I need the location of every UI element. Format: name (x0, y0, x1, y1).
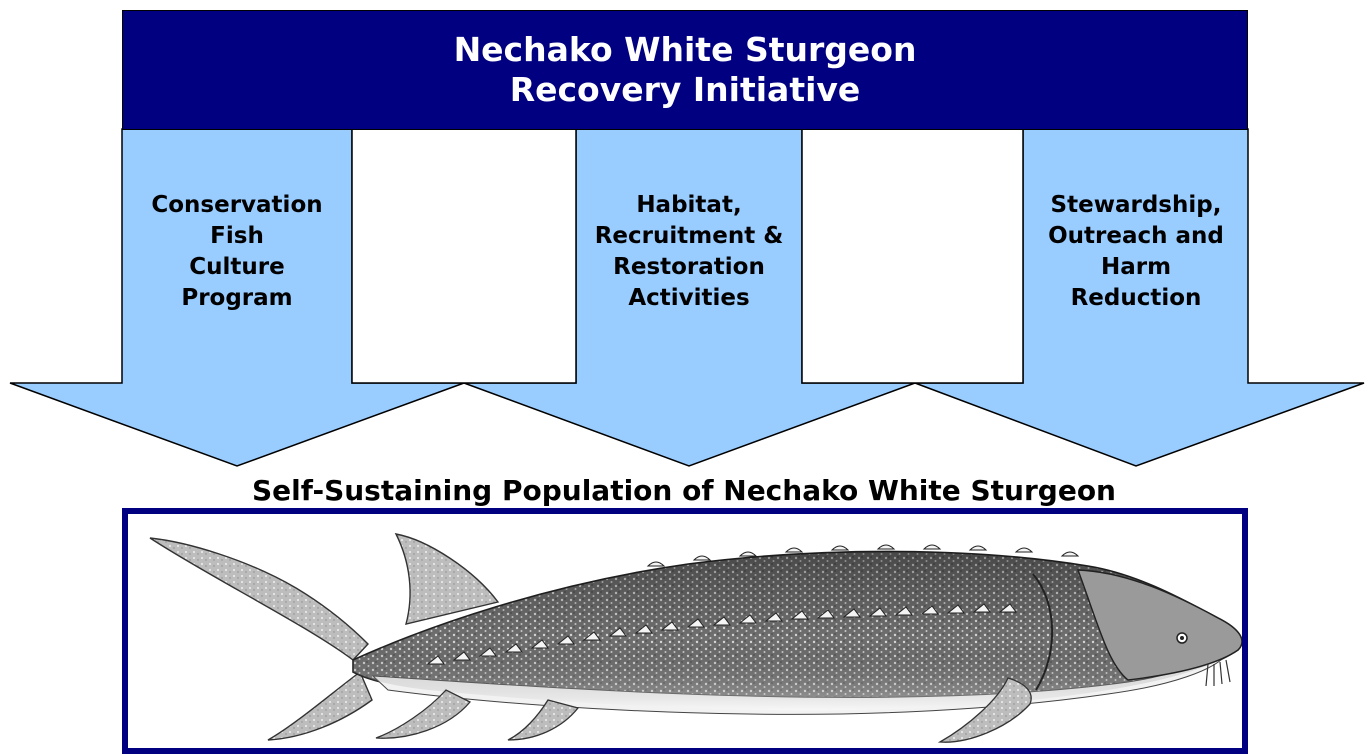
goal-statement: Self-Sustaining Population of Nechako Wh… (0, 474, 1368, 508)
sturgeon-tail-fin (150, 538, 368, 660)
pillar-stewardship-label: Stewardship, Outreach and Harm Reduction (1023, 190, 1249, 314)
spacer-box-left (352, 129, 576, 383)
pillar-stewardship-line: Reduction (1023, 283, 1249, 314)
pillar-habitat-line: Habitat, (576, 190, 802, 221)
pillar-conservation-line: Culture (124, 252, 350, 283)
sturgeon-illustration-frame (122, 508, 1248, 754)
pillar-stewardship-line: Harm (1023, 252, 1249, 283)
sturgeon-pupil (1180, 636, 1184, 640)
pillar-stewardship-line: Stewardship, (1023, 190, 1249, 221)
initiative-title-line-1: Nechako White Sturgeon (454, 30, 917, 70)
sturgeon-illustration (128, 514, 1242, 748)
spacer-box-right (802, 129, 1023, 383)
initiative-title-banner: Nechako White Sturgeon Recovery Initiati… (122, 10, 1248, 130)
pillar-habitat-label: Habitat, Recruitment & Restoration Activ… (576, 190, 802, 314)
initiative-title-line-2: Recovery Initiative (510, 70, 861, 110)
sturgeon-pelvic-fin (508, 700, 578, 740)
pillar-conservation-line: Fish (124, 221, 350, 252)
pillar-habitat-line: Restoration (576, 252, 802, 283)
pillar-habitat-line: Activities (576, 283, 802, 314)
pillar-conservation-line: Program (124, 283, 350, 314)
pillar-conservation-line: Conservation (124, 190, 350, 221)
pillar-habitat-line: Recruitment & (576, 221, 802, 252)
sturgeon-anal-fin (376, 690, 470, 738)
pillar-stewardship-line: Outreach and (1023, 221, 1249, 252)
sturgeon-tail-lower (268, 672, 372, 740)
pillar-conservation-label: Conservation Fish Culture Program (124, 190, 350, 314)
